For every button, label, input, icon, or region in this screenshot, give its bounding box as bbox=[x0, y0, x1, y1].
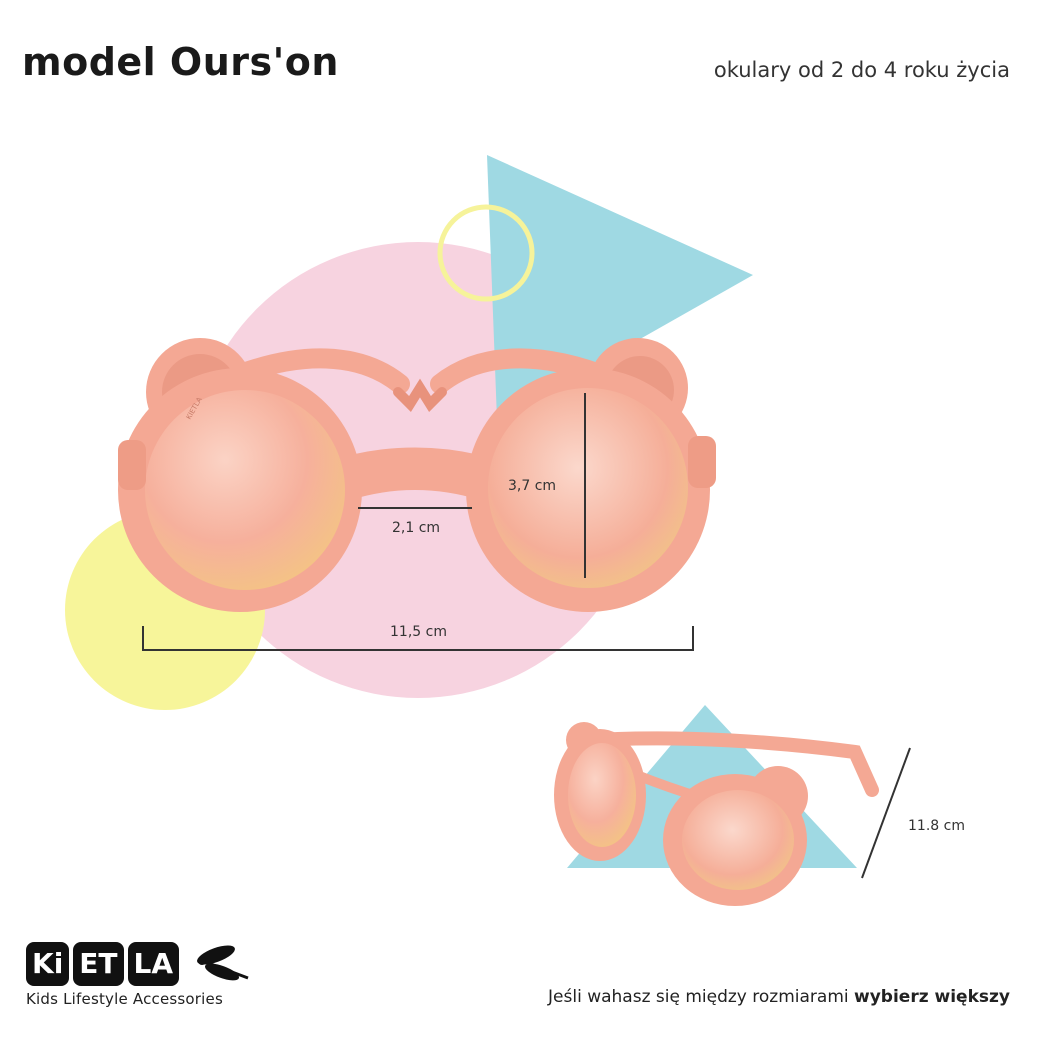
side-front-lens bbox=[682, 790, 794, 890]
logo-box-et: ET bbox=[73, 942, 124, 986]
size-advice-text: Jeśli wahasz się między rozmiarami bbox=[548, 987, 855, 1007]
age-range-subtitle: okulary od 2 do 4 roku życia bbox=[713, 58, 1010, 82]
size-advice-emphasis: wybierz większy bbox=[854, 987, 1010, 1007]
frame-width-bracket bbox=[142, 626, 694, 651]
brand-logo: Ki ET LA Kids Lifestyle Accessories bbox=[26, 942, 266, 1022]
logo-tagline: Kids Lifestyle Accessories bbox=[26, 990, 223, 1008]
temple-length-label: 11.8 cm bbox=[908, 818, 965, 834]
right-lens bbox=[488, 388, 688, 588]
logo-box-ki: Ki bbox=[26, 942, 70, 986]
logo-box-la: LA bbox=[127, 942, 180, 986]
bridge-width-label: 2,1 cm bbox=[392, 520, 440, 536]
lens-height-label: 3,7 cm bbox=[508, 478, 556, 494]
temple-hinge bbox=[393, 378, 447, 412]
left-lens bbox=[145, 390, 345, 590]
size-advice: Jeśli wahasz się między rozmiarami wybie… bbox=[548, 987, 1010, 1007]
side-back-lens bbox=[568, 743, 636, 847]
page-title: model Ours'on bbox=[22, 40, 339, 84]
dragonfly-icon bbox=[197, 945, 249, 981]
frame-width-label: 11,5 cm bbox=[390, 624, 447, 640]
yellow-ring-decoration bbox=[437, 204, 535, 302]
nose-bridge bbox=[350, 447, 480, 500]
side-temple bbox=[593, 731, 879, 797]
temple-length-line bbox=[861, 747, 911, 879]
